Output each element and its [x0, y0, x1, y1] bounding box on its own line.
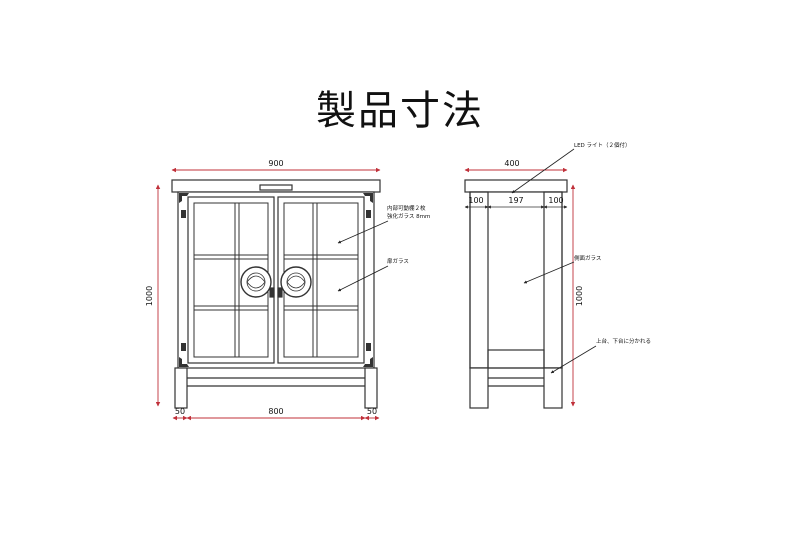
side-dimensions: [464, 167, 576, 407]
note-shelf-line2: 強化ガラス 8mm: [387, 212, 430, 220]
left-handle: [269, 287, 275, 298]
right-door: [277, 196, 365, 364]
side-left-leg: [469, 367, 489, 409]
side-seg-right-label: 100: [548, 196, 563, 205]
side-depth-label: 400: [504, 159, 519, 168]
front-leaders: [337, 220, 389, 292]
side-right-leg: [543, 367, 563, 409]
side-leaders: [511, 148, 597, 374]
corner-brackets: [179, 193, 373, 367]
front-view: [171, 179, 381, 409]
left-door: [187, 196, 275, 364]
front-width-label: 900: [268, 159, 283, 168]
top-plaque: [259, 184, 293, 191]
right-medallion: [280, 266, 312, 298]
side-height-label: 1000: [575, 286, 584, 306]
left-leg: [174, 367, 188, 409]
note-side-glass: 側面ガラス: [574, 254, 601, 262]
front-right-leg-label: 50: [367, 407, 377, 416]
front-height-label: 1000: [145, 286, 154, 306]
note-split: 上台、下台に分かれる: [596, 337, 651, 345]
note-door-glass: 扉ガラス: [387, 257, 409, 265]
right-leg: [364, 367, 378, 409]
side-seg-left-label: 100: [468, 196, 483, 205]
front-left-leg-label: 50: [175, 407, 185, 416]
side-seg-center-label: 197: [508, 196, 523, 205]
note-led: LED ライト（２個付）: [574, 141, 631, 149]
front-dimensions: [155, 167, 381, 421]
left-door-grid: [193, 202, 269, 358]
left-medallion: [240, 266, 272, 298]
side-view: [464, 179, 568, 409]
side-split-band: [487, 349, 545, 369]
front-inner-width-label: 800: [268, 407, 283, 416]
right-handle: [277, 287, 283, 298]
note-shelf-line1: 内部可動棚２枚: [387, 204, 426, 212]
side-body: [469, 191, 563, 369]
cabinet-body: [177, 191, 375, 369]
page-title: 製品寸法: [316, 88, 484, 134]
